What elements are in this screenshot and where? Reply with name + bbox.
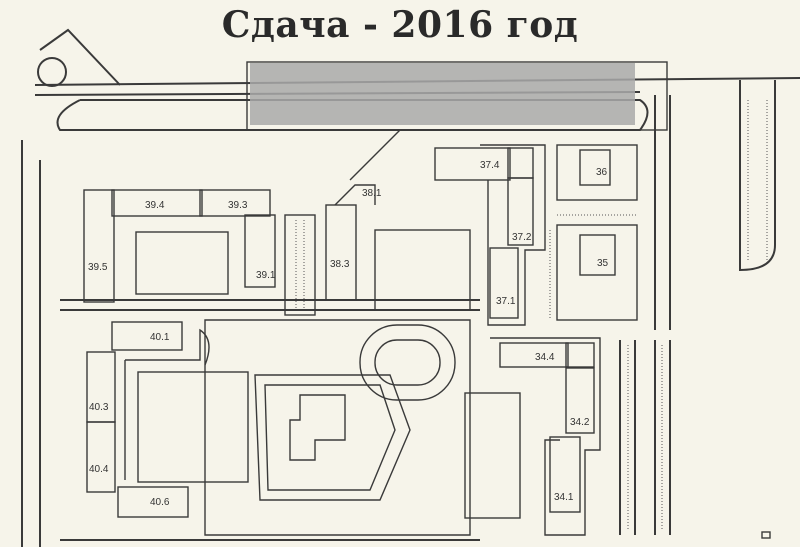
building-label: 34.1 [554,492,574,503]
building-label: 34.4 [535,352,555,363]
building-label: 38.3 [330,259,350,270]
plan-title: Сдача - 2016 год [221,4,579,46]
building-label: 40.6 [150,497,170,508]
building-label: 39.3 [228,200,248,211]
building-group-39: 39.4 39.3 39.5 39.1 38.3 38.1 [83,184,471,316]
building-group-34: 34.4 34.2 34.1 [490,337,601,536]
building-group-37: 37.4 37.2 37.1 36 35 [434,144,638,326]
building-label: 40.3 [89,402,109,413]
building-label: 40.1 [150,332,170,343]
building-label: 34.2 [570,417,590,428]
building-label: 35 [597,258,609,269]
roads [21,28,800,547]
building-label: 37.2 [512,232,532,243]
building-label: 36 [596,167,608,178]
building-label: 38.1 [362,188,382,199]
building-label: 39.5 [88,262,108,273]
central-area [204,319,521,536]
building-label: 39.4 [145,200,165,211]
redacted-area [250,63,635,125]
building-label: 37.4 [480,160,500,171]
building-label: 39.1 [256,270,276,281]
building-label: 40.4 [89,464,109,475]
building-group-40: 40.1 40.3 40.4 40.6 [86,321,249,518]
building-label: 37.1 [496,296,516,307]
